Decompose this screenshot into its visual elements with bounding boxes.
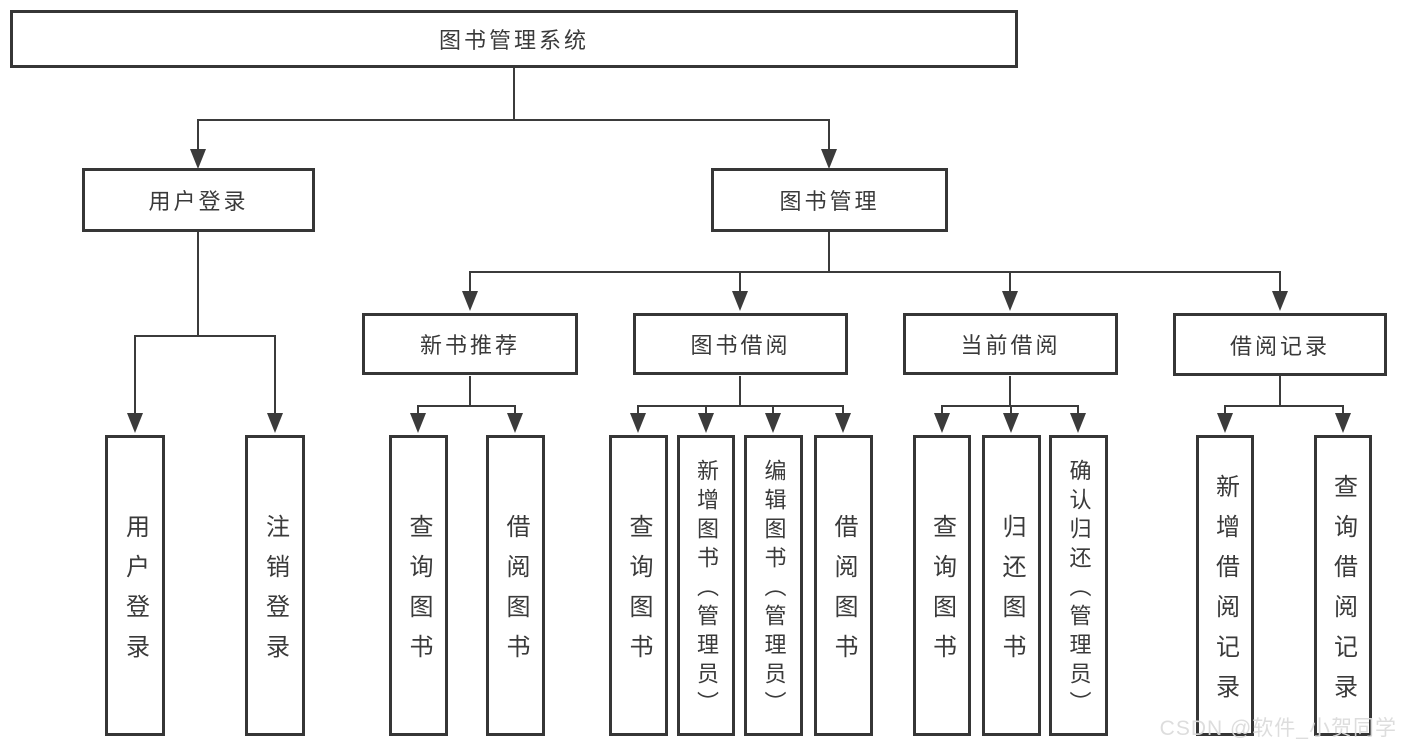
node-group-current-borrow: 当前借阅 <box>903 313 1118 375</box>
node-leaf-bb-borrow-book-label: 借阅图书 <box>830 513 857 674</box>
node-leaf-logout-label: 注销登录 <box>261 513 289 674</box>
node-leaf-cb-confirm-return: 确认归还（管理员） <box>1049 435 1108 736</box>
node-group-borrow-records-label: 借阅记录 <box>1229 333 1330 359</box>
node-branch-book-mgmt: 图书管理 <box>711 168 948 232</box>
node-leaf-bb-edit-book-label: 编辑图书（管理员） <box>761 458 787 720</box>
node-leaf-rec-query-book: 查询图书 <box>389 435 448 736</box>
node-leaf-rec-borrow-book-label: 借阅图书 <box>502 513 529 674</box>
node-group-borrow-records: 借阅记录 <box>1173 313 1387 376</box>
node-leaf-user-login-label: 用户登录 <box>121 513 149 674</box>
node-leaf-br-query-record: 查询借阅记录 <box>1314 435 1372 736</box>
node-root: 图书管理系统 <box>10 10 1018 68</box>
node-group-book-borrow: 图书借阅 <box>633 313 848 375</box>
node-group-book-borrow-label: 图书借阅 <box>690 333 791 358</box>
node-leaf-cb-query-book-label: 查询图书 <box>928 513 956 674</box>
arrowheads <box>127 149 1351 433</box>
node-leaf-cb-query-book: 查询图书 <box>913 435 971 736</box>
csdn-watermark: CSDN @软件_小贺同学 <box>1159 717 1397 740</box>
node-leaf-cb-return-book-label: 归还图书 <box>998 513 1025 674</box>
node-leaf-cb-return-book: 归还图书 <box>982 435 1041 736</box>
node-leaf-logout: 注销登录 <box>245 435 305 736</box>
node-leaf-br-query-record-label: 查询借阅记录 <box>1329 473 1357 714</box>
node-leaf-bb-add-book: 新增图书（管理员） <box>677 435 735 736</box>
node-leaf-bb-edit-book: 编辑图书（管理员） <box>744 435 803 736</box>
node-group-current-borrow-label: 当前借阅 <box>960 333 1061 358</box>
node-leaf-bb-borrow-book: 借阅图书 <box>814 435 873 736</box>
node-group-new-book-rec: 新书推荐 <box>362 313 578 375</box>
node-leaf-cb-confirm-return-label: 确认归还（管理员） <box>1066 458 1092 720</box>
node-leaf-br-add-record-label: 新增借阅记录 <box>1211 473 1239 714</box>
node-leaf-bb-query-book-label: 查询图书 <box>625 513 652 674</box>
node-group-new-book-rec-label: 新书推荐 <box>419 333 520 358</box>
node-leaf-bb-add-book-label: 新增图书（管理员） <box>694 458 719 720</box>
node-root-label: 图书管理系统 <box>438 28 589 53</box>
node-branch-book-mgmt-label: 图书管理 <box>779 189 880 214</box>
node-leaf-rec-query-book-label: 查询图书 <box>405 513 432 674</box>
node-leaf-br-add-record: 新增借阅记录 <box>1196 435 1254 736</box>
node-branch-user-login-label: 用户登录 <box>148 189 249 214</box>
node-leaf-bb-query-book: 查询图书 <box>609 435 668 736</box>
node-leaf-user-login: 用户登录 <box>105 435 165 736</box>
node-branch-user-login: 用户登录 <box>82 168 315 232</box>
node-leaf-rec-borrow-book: 借阅图书 <box>486 435 545 736</box>
